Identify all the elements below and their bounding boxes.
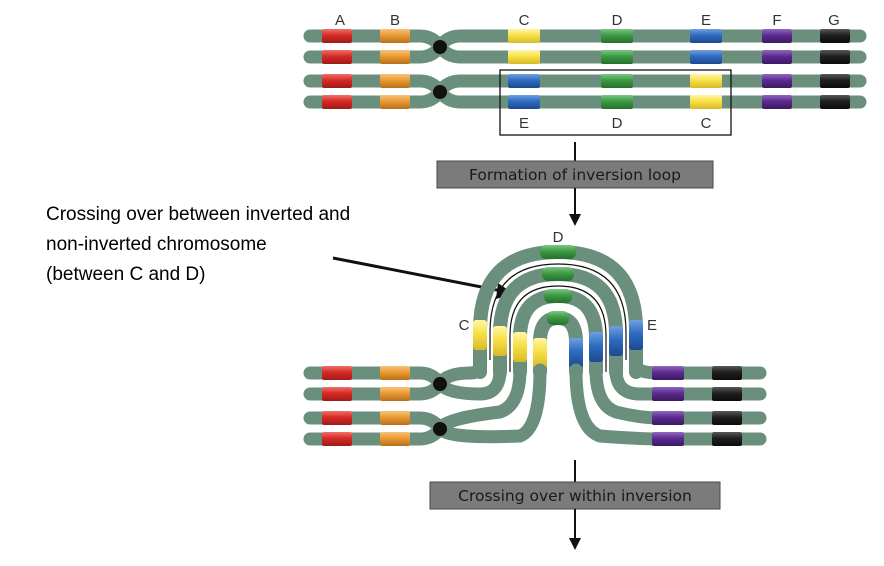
step-label-loop-formation: Formation of inversion loop (469, 166, 681, 184)
gene-label-a: A (335, 12, 345, 29)
crossover-outline (509, 285, 607, 372)
loop-label-c: C (459, 317, 470, 334)
chromatid-bottom-3 (303, 363, 527, 439)
centromere-lower-bottom (433, 422, 447, 436)
gene-label-e: E (701, 12, 711, 29)
step-label-crossing-over: Crossing over within inversion (458, 487, 692, 505)
annotation-line-3: (between C and D) (46, 264, 205, 285)
loop-label-e: E (647, 317, 657, 334)
inversion-highlight-box (499, 69, 732, 136)
chromatid-bottom-4-right (569, 363, 767, 446)
centromere-bottom (433, 85, 447, 99)
loop-arch-3 (513, 288, 603, 379)
step-box-crossing-over: Crossing over within inversion (429, 481, 721, 510)
annotation-crossing-over: Crossing over between inverted and non-i… (46, 204, 350, 285)
arrow-head-4 (569, 538, 581, 550)
bands-normal (322, 29, 850, 64)
top-chromosomes: A B C D E F G E D C (303, 12, 867, 136)
gene-label-c: C (519, 12, 530, 29)
arrow-head-2 (569, 214, 581, 226)
inverted-label-c: C (701, 115, 712, 132)
loop-label-d: D (553, 229, 564, 246)
chromatid-bottom-4 (303, 363, 547, 446)
gene-labels-top: A B C D E F G (335, 12, 840, 29)
centromere-top (433, 40, 447, 54)
chromatid-bottom-1 (303, 358, 487, 394)
gene-label-d: D (612, 12, 623, 29)
bands-bottom (322, 366, 742, 446)
gene-label-f: F (772, 12, 781, 29)
bands-inverted (322, 74, 850, 109)
centromere-lower-top (433, 377, 447, 391)
annotation-line-2: non-inverted chromosome (46, 234, 267, 255)
annotation-pointer (332, 256, 503, 293)
annotation-line-1: Crossing over between inverted and (46, 204, 350, 225)
bottom-chromosomes (303, 358, 767, 446)
gene-label-b: B (390, 12, 400, 29)
crossover-outline-outer (489, 263, 627, 360)
gene-labels-inverted: E D C (519, 115, 712, 132)
inverted-label-e: E (519, 115, 529, 132)
inversion-loop: D C E (459, 229, 657, 379)
gene-label-g: G (828, 12, 840, 29)
step-box-loop-formation: Formation of inversion loop (436, 160, 714, 189)
inverted-label-d: D (612, 115, 623, 132)
chromatid-bottom-2 (303, 363, 507, 401)
chromatid-bottom-2-right (609, 363, 767, 401)
